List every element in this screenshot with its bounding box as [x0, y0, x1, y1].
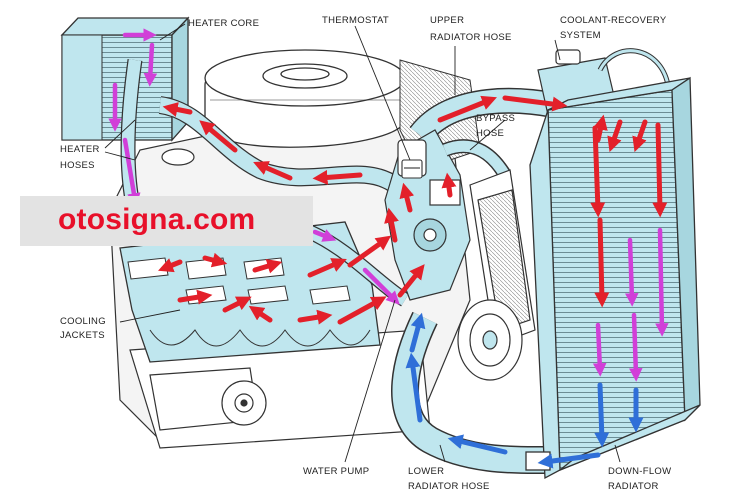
watermark-text: otosigna.com: [58, 203, 256, 236]
watermark-box: [20, 196, 313, 246]
label-cooling-jackets-1: COOLING: [60, 316, 106, 327]
label-heater-hoses-2: HOSES: [60, 160, 95, 171]
label-heater-hoses-1: HEATER: [60, 144, 100, 155]
label-down-flow-2: RADIATOR: [608, 481, 659, 492]
leader-lines: [104, 23, 621, 463]
label-water-pump: WATER PUMP: [303, 466, 369, 477]
label-coolant-recovery-2: SYSTEM: [560, 30, 601, 41]
label-cooling-jackets-2: JACKETS: [60, 330, 105, 341]
bypass-hose: [442, 139, 536, 346]
labels: HEATER CORE THERMOSTAT UPPER RADIATOR HO…: [60, 15, 671, 492]
label-upper-hose-1: UPPER: [430, 15, 464, 26]
label-down-flow-1: DOWN-FLOW: [608, 466, 671, 477]
label-bypass-1: BYPASS: [476, 113, 515, 124]
label-coolant-recovery-1: COOLANT-RECOVERY: [560, 15, 667, 26]
label-upper-hose-2: RADIATOR HOSE: [430, 32, 512, 43]
pulleys: [457, 299, 523, 381]
cooling-jackets: [119, 221, 381, 363]
label-thermostat: THERMOSTAT: [322, 15, 389, 26]
label-lower-hose-2: RADIATOR HOSE: [408, 481, 490, 492]
flow-arrows: [108, 28, 669, 469]
label-lower-hose-1: LOWER: [408, 466, 444, 477]
label-bypass-2: HOSE: [476, 128, 504, 139]
air-cleaner: [204, 49, 406, 148]
thermostat: [401, 159, 423, 179]
label-heater-core: HEATER CORE: [188, 18, 259, 29]
